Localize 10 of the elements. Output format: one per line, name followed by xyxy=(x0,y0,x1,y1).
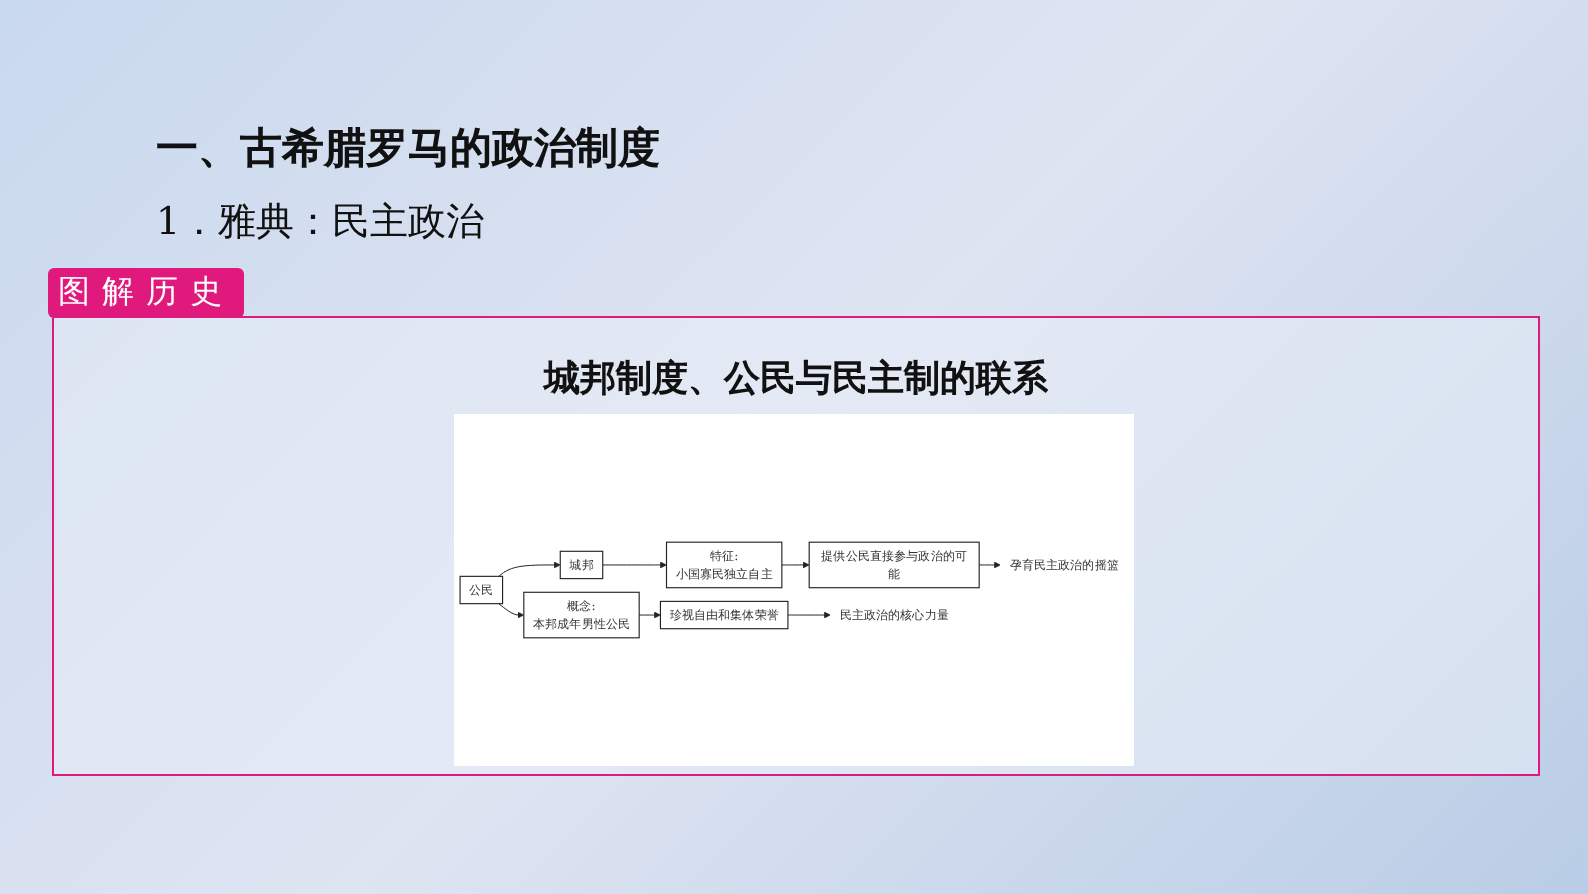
section-heading: 一、古希腊罗马的政治制度 xyxy=(156,122,660,176)
node-box xyxy=(808,541,980,589)
node-box xyxy=(459,575,504,605)
diagram-title: 城邦制度、公民与民主制的联系 xyxy=(541,356,1050,402)
node-box xyxy=(523,591,640,639)
subheading: 1．雅典：民主政治 xyxy=(156,198,485,248)
node-box xyxy=(659,600,789,630)
node-box xyxy=(665,541,783,589)
node-box xyxy=(559,550,604,580)
section-badge: 图解历史 xyxy=(48,268,244,318)
